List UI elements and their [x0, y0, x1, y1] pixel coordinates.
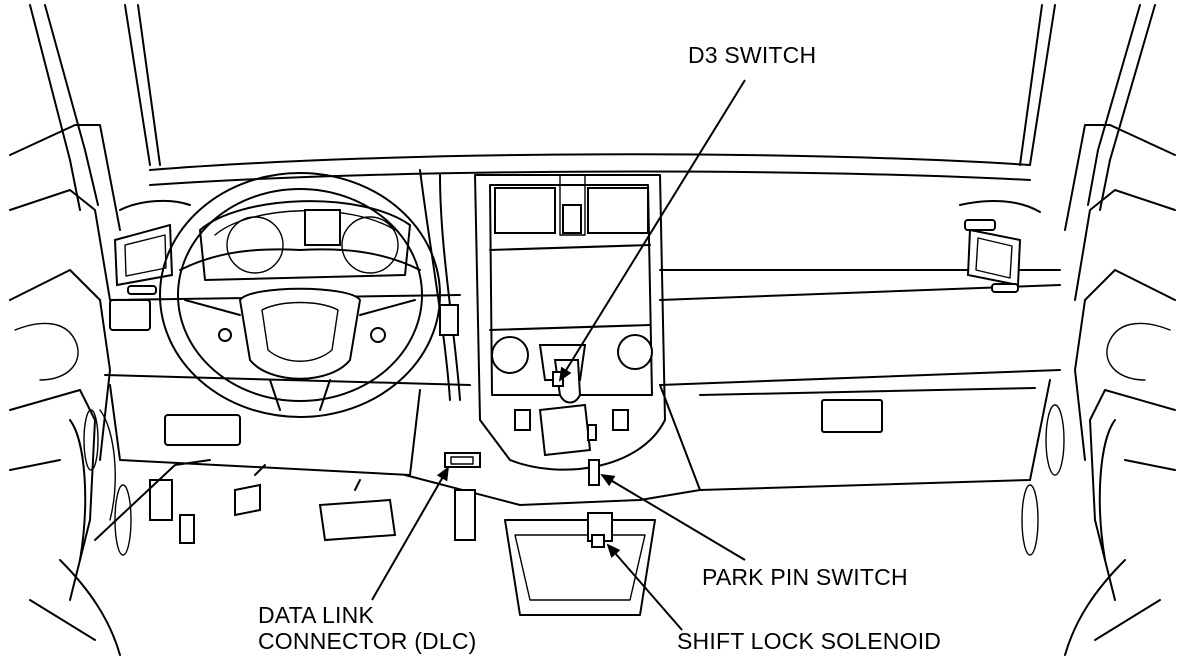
dlc-part	[444, 452, 481, 468]
lower-console	[504, 512, 656, 616]
right-vent	[964, 219, 1022, 293]
shift-lever	[538, 344, 597, 457]
right-pillar-door	[1019, 4, 1176, 656]
dlc-label-line1: DATA LINK	[258, 602, 374, 628]
steering-wheel	[159, 172, 441, 418]
left-vent	[109, 223, 174, 331]
pedals	[94, 414, 476, 544]
dlc-label-line2: CONNECTOR (DLC)	[258, 628, 477, 654]
d3-switch-label: D3 SWITCH	[688, 42, 817, 68]
shift-lock-solenoid-label: SHIFT LOCK SOLENOID	[677, 628, 942, 654]
dashboard-body	[104, 153, 1061, 506]
instrument-cluster	[199, 200, 459, 336]
glove-box	[699, 387, 1036, 433]
dlc-leader	[371, 466, 449, 601]
left-pillar-door	[9, 4, 161, 656]
d3-switch-leader	[558, 79, 746, 382]
shift-lock-solenoid-leader	[606, 543, 683, 631]
park-pin-switch-label: PARK PIN SWITCH	[702, 564, 908, 590]
park-pin-switch-leader	[600, 473, 746, 561]
park-pin-switch-part	[588, 459, 600, 486]
